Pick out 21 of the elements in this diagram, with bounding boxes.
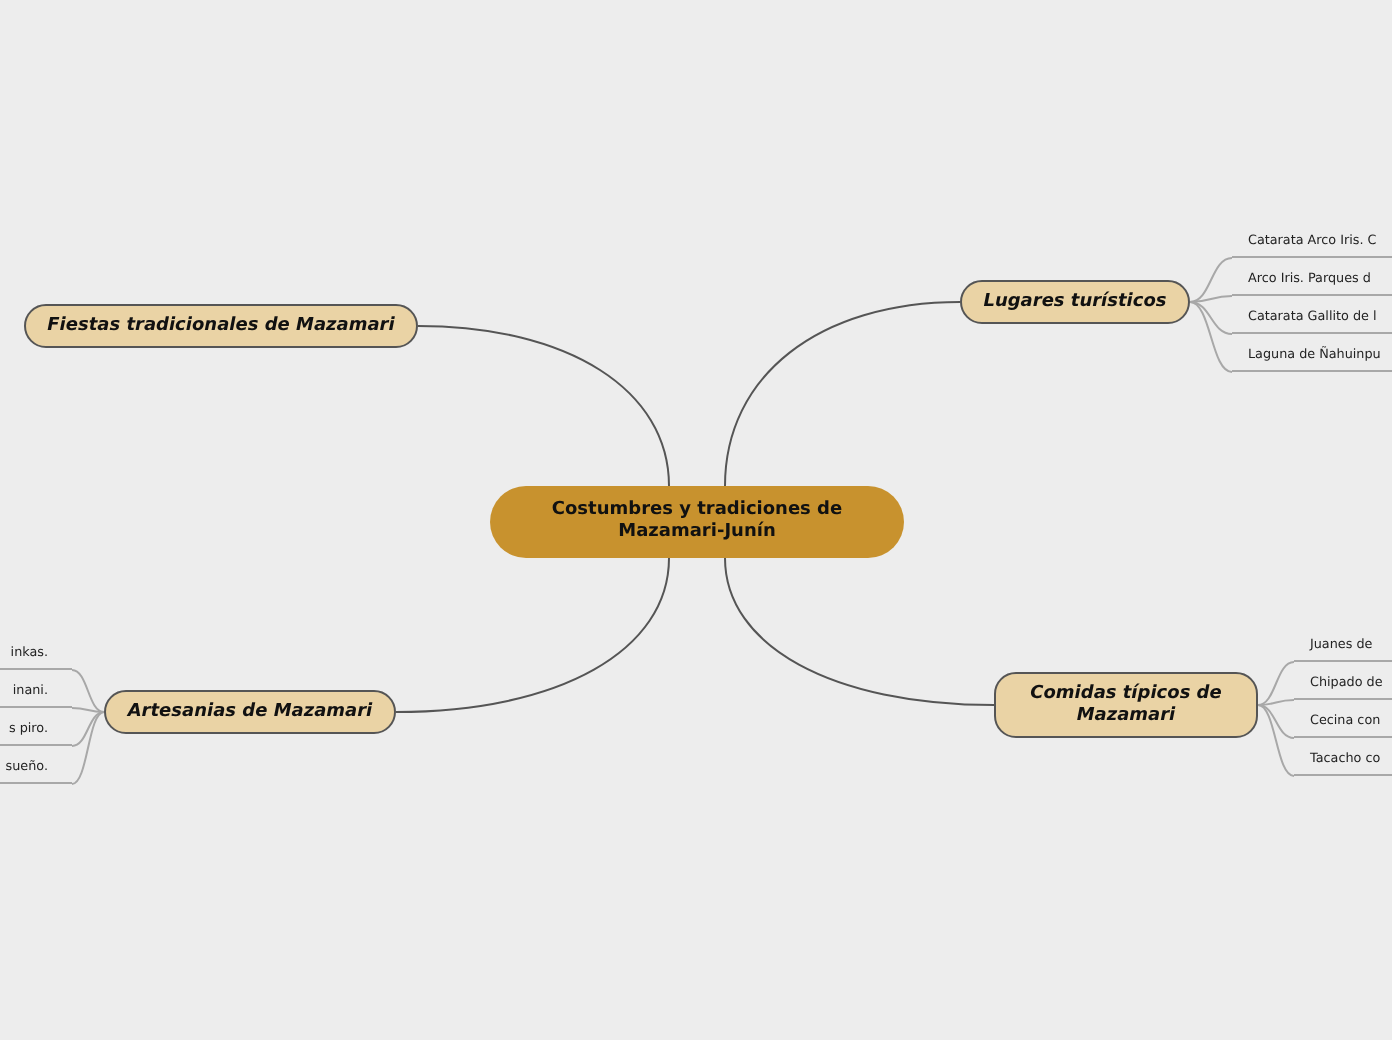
- connector-line: [417, 325, 670, 487]
- connector-line: [1257, 704, 1295, 739]
- connector-line: [71, 711, 105, 747]
- connector-line: [1257, 661, 1295, 706]
- connector-line: [1189, 295, 1233, 303]
- connector-line: [1257, 699, 1295, 706]
- connector-line: [1257, 704, 1295, 777]
- topic-box: Comidas típicos de Mazamari: [994, 672, 1258, 738]
- topic-box: Fiestas tradicionales de Mazamari: [24, 304, 418, 348]
- connector-line: [724, 557, 995, 706]
- connector-line: [724, 301, 961, 487]
- connector-line: [71, 669, 105, 713]
- connector-line: [71, 707, 105, 713]
- connector-line: [395, 557, 670, 713]
- connector-line: [1189, 301, 1233, 335]
- topic-box: Artesanias de Mazamari: [104, 690, 396, 734]
- connector-line: [1189, 301, 1233, 373]
- topic-box: Lugares turísticos: [960, 280, 1190, 324]
- central-topic: Costumbres y tradiciones de Mazamari-Junín: [490, 486, 904, 558]
- connector-line: [71, 711, 105, 785]
- connector-line: [1189, 257, 1233, 303]
